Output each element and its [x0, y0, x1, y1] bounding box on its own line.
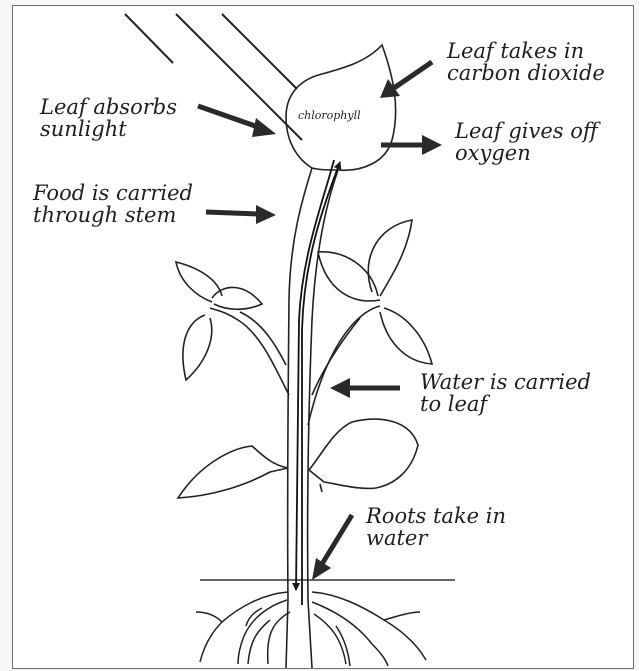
- label-line: carbon dioxide: [447, 62, 605, 84]
- label-line: Leaf gives off: [455, 120, 598, 142]
- absorbs-arrow: [198, 106, 258, 127]
- label-line: Leaf takes in: [447, 40, 605, 62]
- label-line: Food is carried: [33, 182, 193, 204]
- leaf-gives-off-oxygen-label: Leaf gives off oxygen: [455, 120, 598, 164]
- label-line: Leaf absorbs: [40, 96, 177, 118]
- sun-ray: [222, 14, 297, 89]
- absorbs-arrow-head: [252, 118, 276, 137]
- water-carried-label: Water is carried to leaf: [420, 371, 591, 415]
- label-line: sunlight: [40, 118, 177, 140]
- carbon-arrow: [394, 62, 432, 88]
- water-arrow-head: [330, 378, 350, 398]
- roots-take-in-water-label: Roots take in water: [366, 505, 506, 549]
- leaf-takes-in-co2-label: Leaf takes in carbon dioxide: [447, 40, 605, 84]
- top-leaf: [286, 45, 396, 170]
- food-carried-label: Food is carried through stem: [33, 182, 193, 226]
- right-upper-leaves: [308, 220, 432, 425]
- stem: [286, 168, 338, 668]
- leaf-absorbs-sunlight-label: Leaf absorbs sunlight: [40, 96, 177, 140]
- left-upper-leaves: [176, 262, 289, 395]
- chlorophyll-label: chlorophyll: [298, 110, 361, 122]
- food-arrow: [206, 212, 258, 214]
- oxygen-arrow-head: [422, 135, 442, 155]
- label-line: Roots take in: [366, 505, 506, 527]
- roots-arrow: [322, 515, 352, 564]
- label-line: to leaf: [420, 393, 591, 415]
- sun-ray: [125, 14, 173, 63]
- label-line: oxygen: [455, 142, 598, 164]
- label-line: through stem: [33, 204, 193, 226]
- food-arrow-head: [256, 205, 276, 224]
- label-line: Water is carried: [420, 371, 591, 393]
- label-line: water: [366, 527, 506, 549]
